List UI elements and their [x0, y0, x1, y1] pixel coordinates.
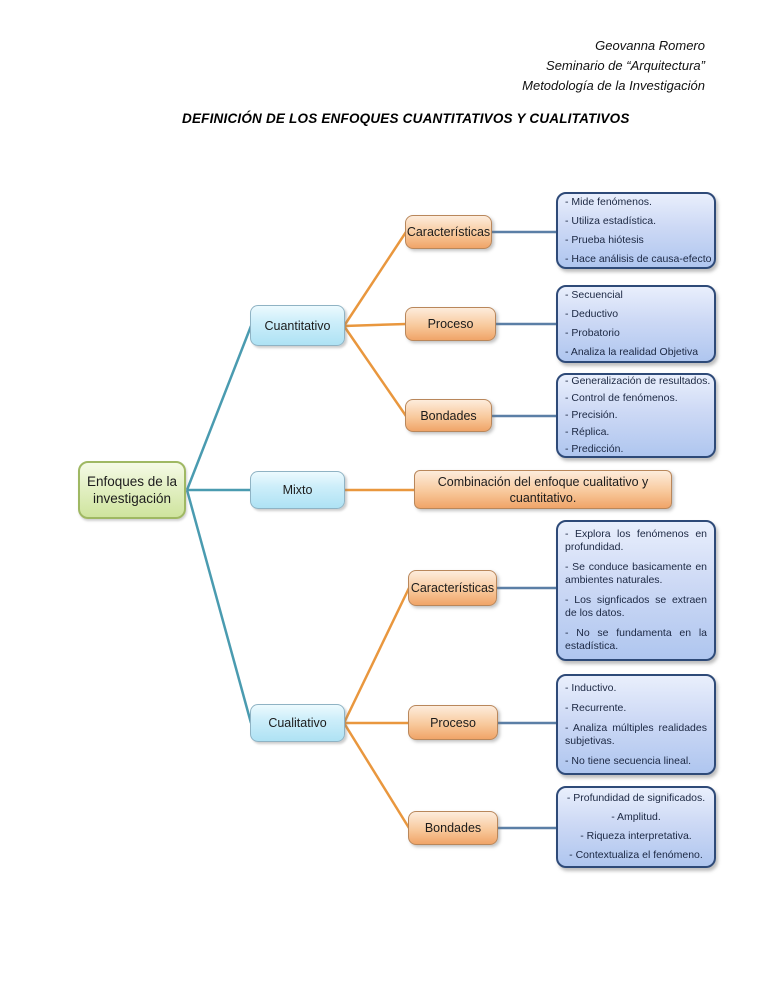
branch-mixto: Mixto [250, 471, 345, 509]
list-item: - Se conduce basicamente en ambientes na… [565, 561, 707, 586]
list-item: - Hace análisis de causa-efecto [565, 252, 712, 265]
detail-proceso-cuantitativo: - Secuencial - Deductivo - Probatorio - … [556, 285, 716, 363]
list-item: - Los signficados se extraen de los dato… [565, 594, 707, 619]
detail-caracteristicas-cuantitativo: - Mide fenómenos. - Utiliza estadística.… [556, 192, 716, 269]
detail-bondades-cualitativo: - Profundidad de significados. - Amplitu… [556, 786, 716, 868]
page-header: Geovanna Romero Seminario de “Arquitectu… [522, 36, 705, 96]
list-item: - Réplica. [565, 426, 610, 438]
list-item: - Inductivo. [565, 681, 617, 694]
list-item: - No tiene secuencia lineal. [565, 754, 692, 767]
label-caracteristicas-cualitativo: Características [408, 570, 497, 606]
detail-bondades-cuantitativo: - Generalización de resultados. - Contro… [556, 373, 716, 458]
header-author: Geovanna Romero [595, 38, 705, 53]
list-item: - Predicción. [565, 443, 624, 455]
steel-connectors [491, 230, 557, 830]
list-item: - Explora los fenómenos en profundidad. [565, 528, 707, 553]
teal-connectors [185, 325, 253, 724]
root-node: Enfoques de la investigación [78, 461, 186, 519]
connector-cual-bondades [342, 722, 411, 829]
label-bondades-cualitativo: Bondades [408, 811, 498, 845]
label-proceso-cualitativo: Proceso [408, 705, 498, 740]
list-item: - Contextualiza el fenómeno. [569, 849, 703, 861]
list-item: - Profundidad de significados. [566, 792, 706, 804]
label-proceso-cuantitativo: Proceso [405, 307, 496, 341]
branch-cualitativo: Cualitativo [250, 704, 345, 742]
connector-cuant-bondades [342, 325, 408, 417]
label-bondades-cuantitativo: Bondades [405, 399, 492, 432]
list-item: - Secuencial [565, 289, 623, 301]
list-item: - Riqueza interpretativa. [580, 830, 692, 842]
list-item: - Precisión. [565, 409, 618, 421]
list-item: - Analiza múltiples realidades subjetiva… [565, 721, 707, 747]
header-seminar: Seminario de “Arquitectura” [546, 58, 705, 73]
header-course: Metodología de la Investigación [522, 78, 705, 93]
list-item: - No se fundamenta en la estadística. [565, 627, 707, 652]
list-item: - Control de fenómenos. [565, 392, 678, 404]
connector-cuant-caracteristicas [342, 231, 408, 327]
detail-proceso-cualitativo: - Inductivo. - Recurrente. - Analiza múl… [556, 674, 716, 775]
connector-root-cuantitativo [185, 325, 253, 491]
list-item: - Analiza la realidad Objetiva [565, 346, 699, 358]
branch-cuantitativo: Cuantitativo [250, 305, 345, 346]
list-item: - Amplitud. [611, 811, 661, 823]
connector-cuant-proceso [343, 322, 407, 328]
list-item: - Prueba hiótesis [565, 233, 644, 246]
connector-root-cualitativo [185, 489, 253, 724]
list-item: - Mide fenómenos. [565, 195, 652, 208]
list-item: - Utiliza estadística. [565, 214, 657, 227]
label-caracteristicas-cuantitativo: Características [405, 215, 492, 249]
list-item: - Probatorio [565, 327, 620, 339]
list-item: - Recurrente. [565, 701, 627, 714]
list-item: - Deductivo [565, 308, 619, 320]
list-item: - Generalización de resultados. [565, 375, 711, 387]
detail-caracteristicas-cualitativo: - Explora los fenómenos en profundidad. … [556, 520, 716, 661]
mixto-result-box: Combinación del enfoque cualitativo y cu… [414, 470, 672, 509]
connector-cual-caracteristicas [342, 587, 411, 724]
page-title: DEFINICIÓN DE LOS ENFOQUES CUANTITATIVOS… [182, 111, 630, 126]
